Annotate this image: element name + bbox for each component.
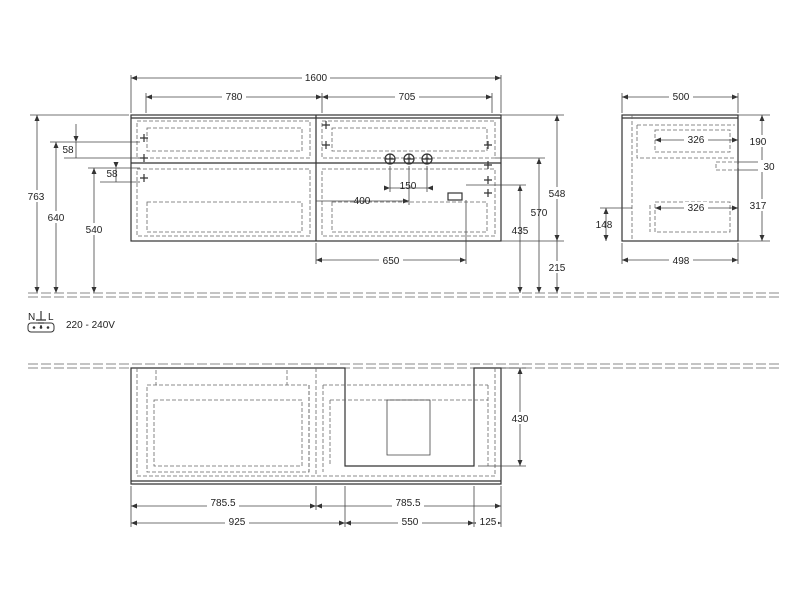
electrical-legend: N L 220 - 240V bbox=[27, 311, 115, 333]
front-drawer-upper-right-inner bbox=[331, 127, 488, 152]
dim-tap-spacing: 150 bbox=[400, 181, 417, 192]
dim-half-left: 785.5 bbox=[210, 498, 235, 509]
dim-w125: 125 bbox=[480, 517, 497, 528]
voltage-label: 220 - 240V bbox=[66, 320, 115, 331]
dim-h190: 190 bbox=[750, 137, 767, 148]
dim-lower-drawer: 326 bbox=[688, 203, 705, 214]
front-drawer-lower-right-inner bbox=[331, 201, 488, 233]
dim-depth-bottom: 498 bbox=[673, 256, 690, 267]
dim-height-435: 435 bbox=[512, 226, 529, 237]
dim-height-215: 215 bbox=[549, 263, 566, 274]
dim-tap-offset: 400 bbox=[354, 196, 371, 207]
front-drawer-upper-left-inner bbox=[146, 127, 303, 152]
front-view: 1600 780 705 763 640 540 bbox=[24, 71, 566, 293]
dim-bottom-width: 650 bbox=[383, 256, 400, 267]
sink-basin-outline bbox=[386, 399, 431, 456]
dim-h148: 148 bbox=[596, 220, 613, 231]
tap-connection-icons bbox=[384, 153, 433, 165]
side-view: 500 498 326 326 190 30 317 bbox=[596, 91, 776, 267]
side-upper-drawer bbox=[631, 115, 735, 241]
socket-icon bbox=[27, 322, 55, 333]
front-drawer-upper-right bbox=[321, 120, 496, 159]
ground-icon bbox=[36, 311, 46, 327]
top-cabinet-outline bbox=[130, 367, 502, 485]
front-drawer-upper-left bbox=[136, 120, 311, 159]
dim-offset-58-upper: 58 bbox=[62, 145, 74, 156]
side-cabinet-outline bbox=[621, 114, 739, 242]
dim-w925: 925 bbox=[229, 517, 246, 528]
dim-total-width: 1600 bbox=[305, 73, 328, 84]
dim-top-depth: 430 bbox=[512, 414, 529, 425]
mounting-point-markers bbox=[140, 121, 492, 197]
dim-h30: 30 bbox=[763, 162, 775, 173]
front-drawer-lower-left bbox=[136, 168, 311, 237]
power-socket-icon bbox=[447, 192, 463, 201]
front-drawer-lower-right bbox=[321, 168, 496, 237]
dim-height-548: 548 bbox=[549, 189, 566, 200]
ground-symbol-label: N bbox=[28, 312, 35, 323]
dim-height-570: 570 bbox=[531, 208, 548, 219]
dim-depth-top: 500 bbox=[673, 92, 690, 103]
dim-h317: 317 bbox=[750, 201, 767, 212]
dim-height-640: 640 bbox=[48, 213, 65, 224]
svg-text:L: L bbox=[48, 312, 54, 323]
dim-height-540: 540 bbox=[86, 225, 103, 236]
dim-offset-58-lower: 58 bbox=[106, 169, 118, 180]
top-view: 430 785.5 785.5 925 550 125 bbox=[130, 367, 532, 528]
front-drawer-lower-left-inner bbox=[146, 201, 303, 233]
dim-left-section: 780 bbox=[226, 92, 243, 103]
dim-w550: 550 bbox=[402, 517, 419, 528]
dim-upper-drawer: 326 bbox=[688, 135, 705, 146]
dim-half-right: 785.5 bbox=[395, 498, 420, 509]
dim-right-section: 705 bbox=[399, 92, 416, 103]
dim-height-763: 763 bbox=[28, 192, 45, 203]
